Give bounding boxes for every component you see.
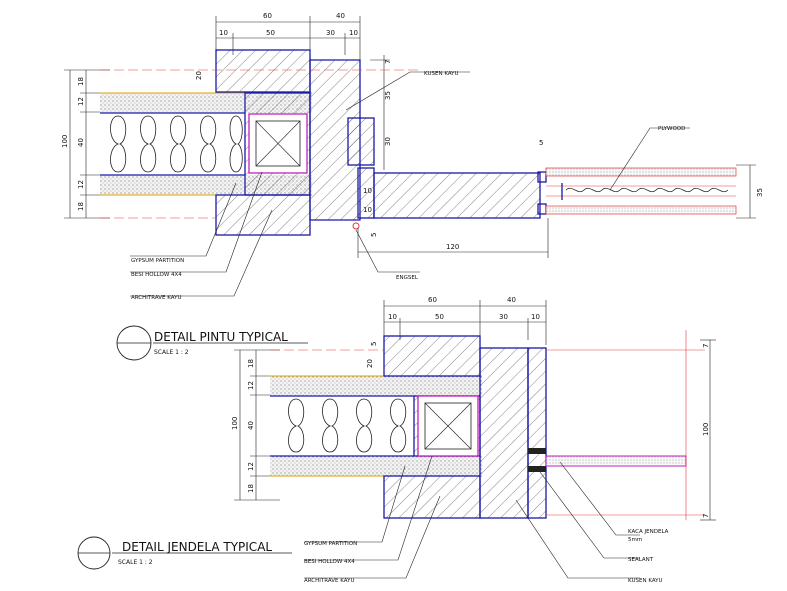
detail-jendela: 60 40 10 50 30 10 100 18 12 40 12 18	[77, 296, 716, 584]
dim-left-12a: 12	[77, 97, 85, 106]
dim2-100: 100	[702, 423, 710, 436]
dim2-top-50: 50	[435, 313, 444, 321]
label-gypsum-jendela: GYPSUM PARTITION	[304, 541, 357, 547]
dim2-7b: 7	[702, 514, 710, 518]
dim-20: 20	[195, 71, 203, 80]
callouts-2: KACA JENDELA 5mm SEALANT KUSEN KAYU GYPS…	[304, 455, 669, 584]
dim2-left-12a: 12	[247, 381, 255, 390]
dim2-top-10b: 10	[531, 313, 540, 321]
dim-7: 7	[384, 60, 392, 64]
left-dimensions: 100 18 12 40 12 18	[61, 69, 110, 219]
dim-left-12b: 12	[77, 180, 85, 189]
right-dimensions: 20 7 35 30 10 10 5 5 35 120	[100, 55, 764, 258]
door-leaf	[352, 167, 737, 230]
label-besi-jendela: BESI HOLLOW 4X4	[304, 559, 355, 565]
glass-pane	[545, 455, 687, 467]
dim-left-18b: 18	[77, 202, 85, 211]
door-frame	[215, 49, 375, 236]
dim-top-10a: 10	[219, 29, 228, 37]
scale-jendela: SCALE 1 : 2	[118, 559, 153, 566]
label-kaca-sub: 5mm	[628, 537, 642, 543]
dim2-top-30: 30	[499, 313, 508, 321]
dim-120: 120	[446, 243, 459, 251]
label-kusen-jendela: KUSEN KAYU	[628, 578, 663, 584]
dim2-top-10a: 10	[388, 313, 397, 321]
scale-pintu: SCALE 1 : 2	[154, 349, 189, 356]
right-dimensions-2: 5 20 7 100 7	[366, 339, 716, 521]
label-gypsum-pintu: GYPSUM PARTITION	[131, 258, 184, 264]
callouts: KUSEN KAYU PLYWOOD GYPSUM PARTITION BESI…	[130, 71, 690, 301]
title-block-jendela: DETAIL JENDELA TYPICAL SCALE 1 : 2	[77, 536, 292, 570]
dim2-7a: 7	[702, 344, 710, 348]
label-kaca: KACA JENDELA	[628, 529, 669, 535]
dim-10a: 10	[363, 187, 372, 195]
title-pintu: DETAIL PINTU TYPICAL	[154, 330, 288, 344]
dim-35-right: 35	[756, 188, 764, 197]
dim-left-40: 40	[77, 138, 85, 147]
label-engsel: ENGSEL	[396, 275, 419, 281]
dim-5b: 5	[370, 233, 378, 237]
insulation-wave	[110, 115, 243, 173]
label-kusen-kayu: KUSEN KAYU	[424, 71, 459, 77]
dim2-left-40: 40	[247, 421, 255, 430]
dim2-left-12b: 12	[247, 462, 255, 471]
dim-top-60: 60	[263, 12, 272, 20]
title-block-pintu: DETAIL PINTU TYPICAL SCALE 1 : 2	[116, 325, 308, 361]
label-plywood: PLYWOOD	[658, 126, 685, 132]
gypsum-partition-2	[270, 375, 482, 477]
title-jendela: DETAIL JENDELA TYPICAL	[122, 540, 272, 554]
dim2-left-18b: 18	[247, 484, 255, 493]
window-frame	[270, 330, 705, 520]
dim2-20: 20	[366, 359, 374, 368]
dim2-left-18a: 18	[247, 359, 255, 368]
top-dimensions: 60 40 10 50 30 10	[215, 12, 361, 60]
label-besi-pintu: BESI HOLLOW 4X4	[131, 272, 182, 278]
dim-left-100: 100	[61, 135, 69, 148]
dim-top-50: 50	[266, 29, 275, 37]
dim2-top-60: 60	[428, 296, 437, 304]
dim-35: 35	[384, 91, 392, 100]
dim-30: 30	[384, 137, 392, 146]
dim2-left-100: 100	[231, 417, 239, 430]
dim-5a: 5	[539, 139, 543, 147]
left-dimensions-2: 100 18 12 40 12 18	[231, 349, 280, 501]
dim-top-30: 30	[326, 29, 335, 37]
label-architrave-pintu: ARCHITRAVE KAYU	[131, 295, 182, 301]
dim-left-18a: 18	[77, 77, 85, 86]
dim2-5: 5	[370, 342, 378, 346]
dim-top-10b: 10	[349, 29, 358, 37]
dim-10b: 10	[363, 206, 372, 214]
label-sealant: SEALANT	[628, 557, 654, 563]
label-architrave-jendela: ARCHITRAVE KAYU	[304, 578, 355, 584]
detail-pintu: 60 40 10 50 30 10 100 18 12 40 12 18	[61, 12, 764, 361]
dim2-top-40: 40	[507, 296, 516, 304]
dim-top-40: 40	[336, 12, 345, 20]
